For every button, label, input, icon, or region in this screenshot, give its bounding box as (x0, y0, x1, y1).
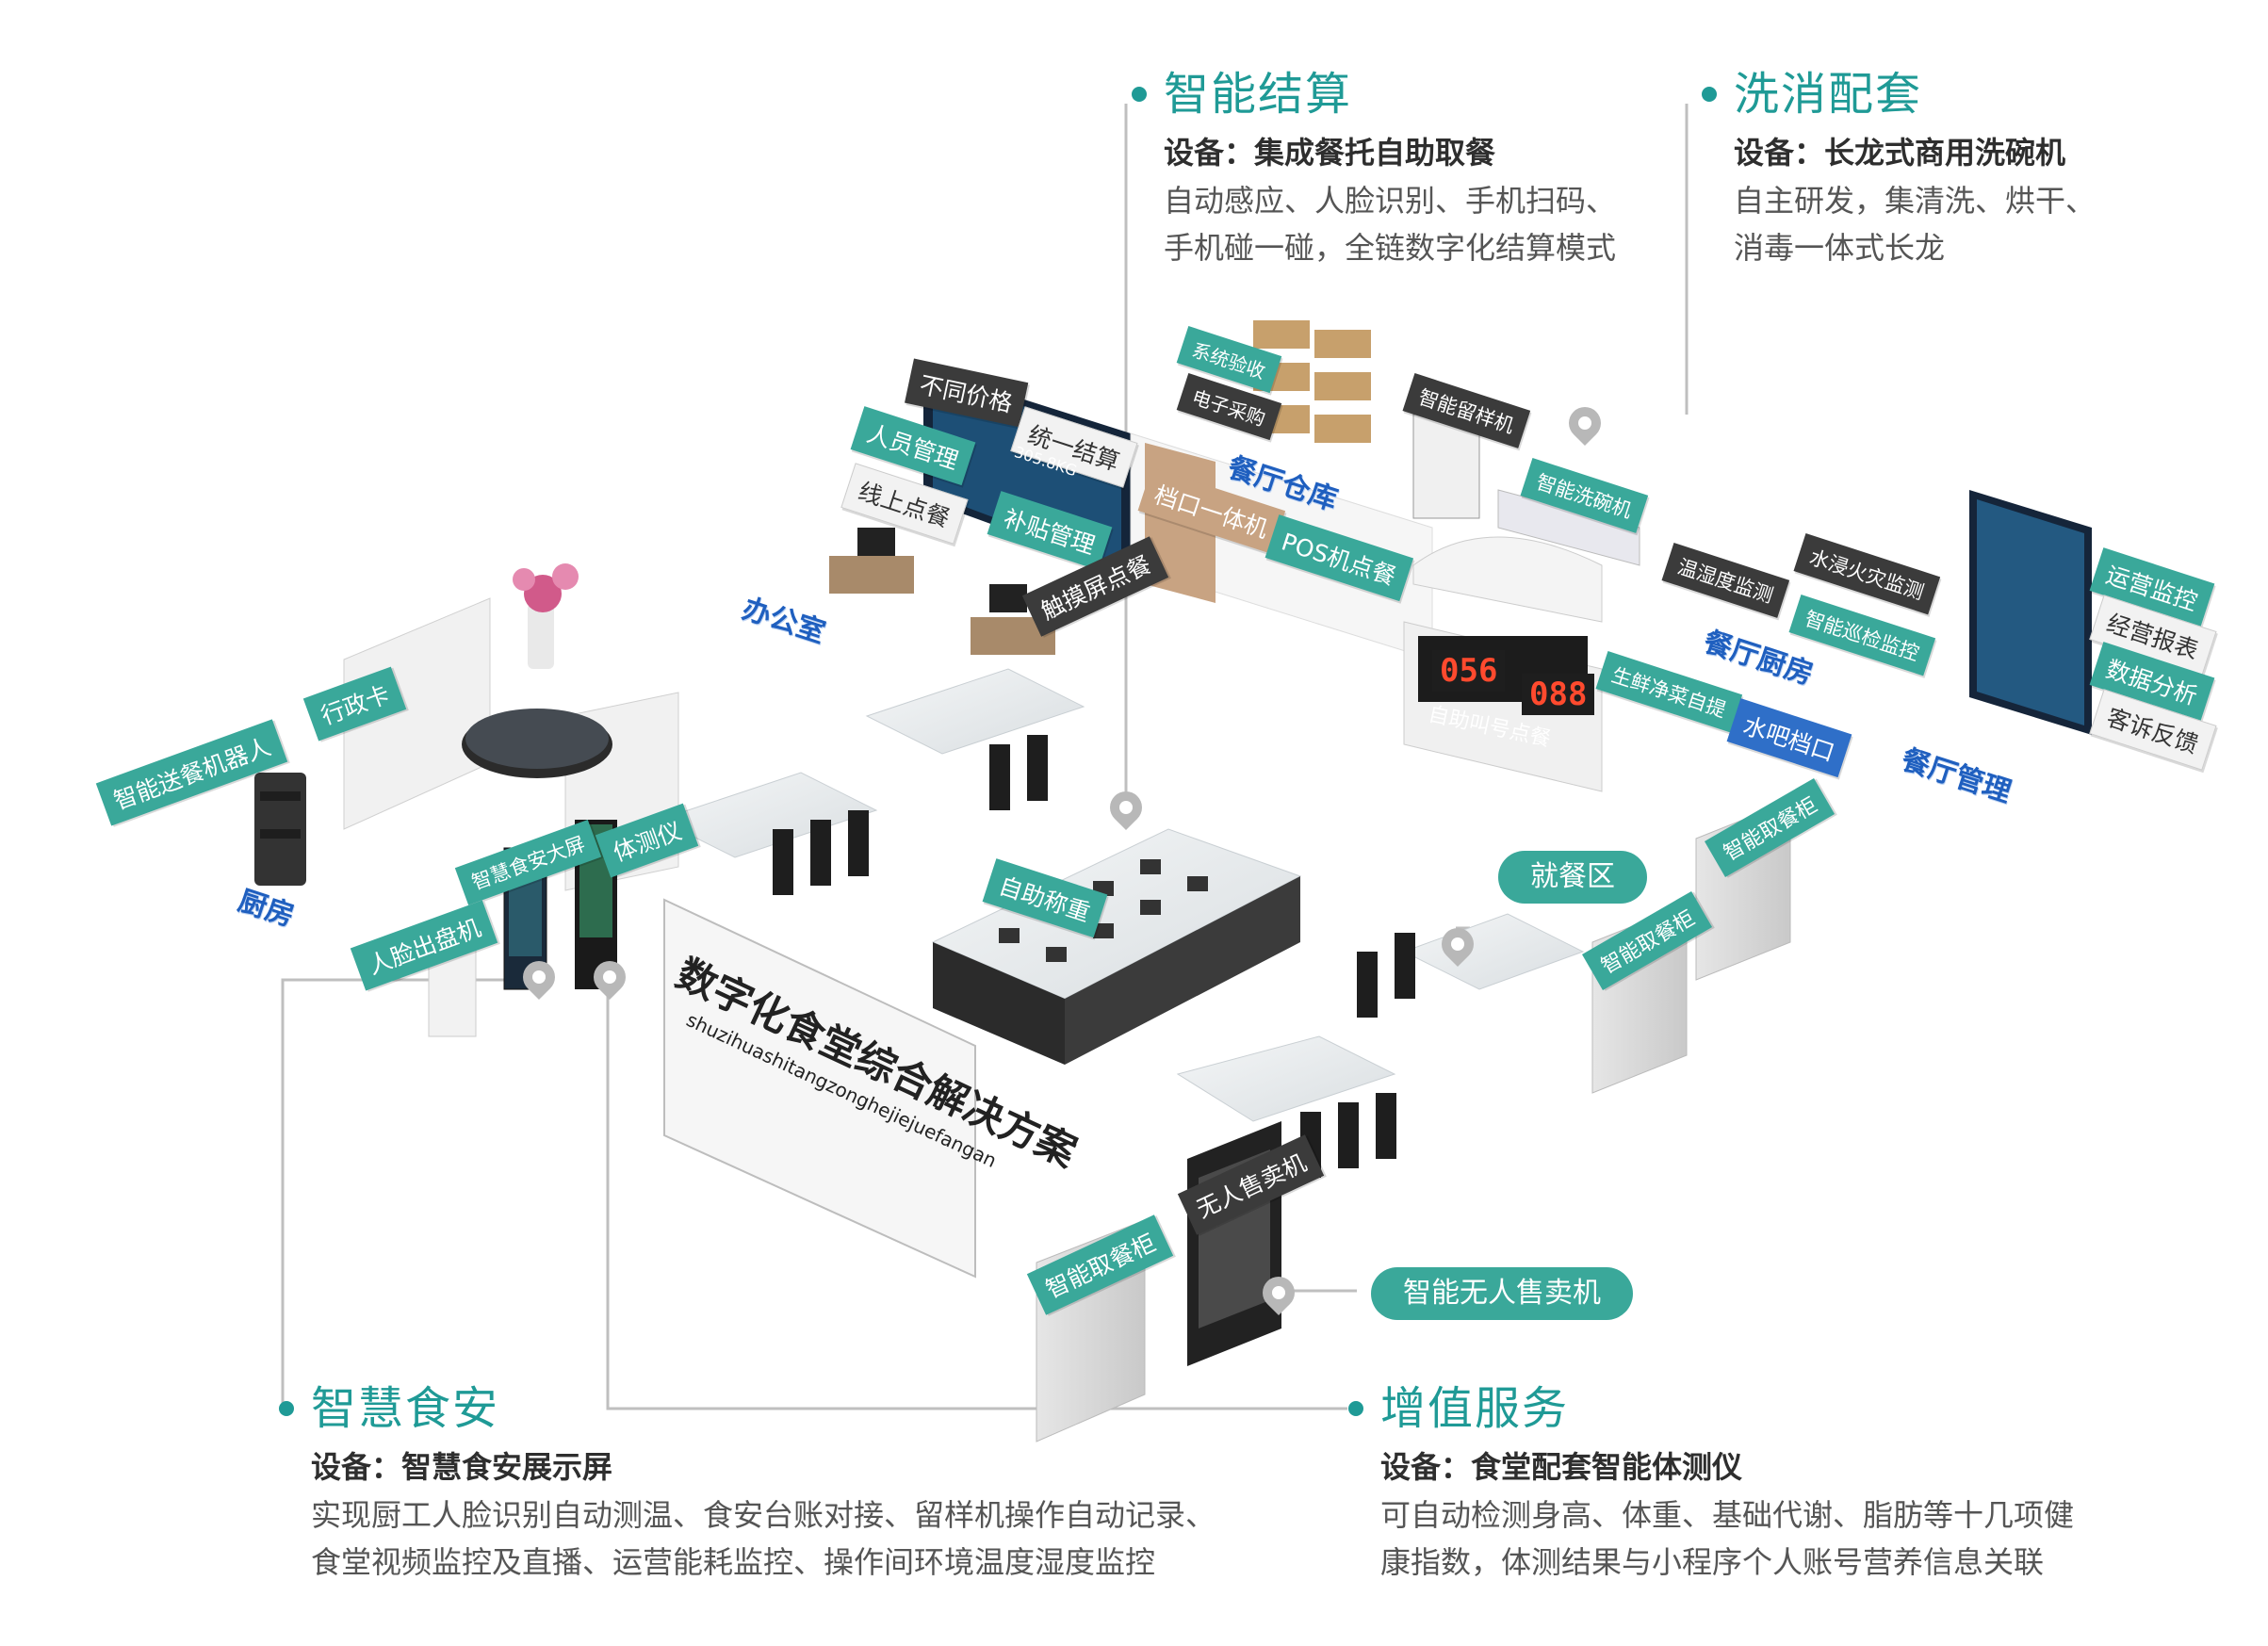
callout-desc-line: 自主研发，集清洗、烘干、 (1734, 183, 2097, 219)
pill-vending: 智能无人售卖机 (1371, 1267, 1633, 1320)
callout-title: 智能结算 (1131, 66, 1616, 122)
callout-dishwashing: 洗消配套 设备：长龙式商用洗碗机 自主研发，集清洗、烘干、 消毒一体式长龙 (1701, 66, 2097, 271)
callout-food-safety: 智慧食安 设备：智慧食安展示屏 实现厨工人脸识别自动测温、食安台账对接、留样机操… (278, 1380, 1216, 1586)
callout-desc-line: 自动感应、人脸识别、手机扫码、 (1164, 183, 1617, 219)
callout-equipment: 设备：食堂配套智能体测仪 (1380, 1449, 1743, 1485)
callout-equipment: 设备：长龙式商用洗碗机 (1734, 135, 2066, 171)
callout-equipment: 设备：集成餐托自助取餐 (1164, 135, 1496, 171)
callout-title: 洗消配套 (1701, 66, 2096, 122)
callout-desc-line: 实现厨工人脸识别自动测温、食安台账对接、留样机操作自动记录、 (311, 1497, 1216, 1533)
callout-desc-line: 食堂视频监控及直播、运营能耗监控、操作间环境温度湿度监控 (311, 1544, 1156, 1580)
callout-desc-line: 手机碰一碰，全链数字化结算模式 (1164, 230, 1617, 266)
callout-value-added: 增值服务 设备：食堂配套智能体测仪 可自动检测身高、体重、基础代谢、脂肪等十几项… (1347, 1380, 2075, 1586)
callout-desc-line: 可自动检测身高、体重、基础代谢、脂肪等十几项健 (1380, 1497, 2075, 1533)
callout-title: 增值服务 (1347, 1380, 2074, 1437)
callout-desc-line: 康指数，体测结果与小程序个人账号营养信息关联 (1380, 1544, 2045, 1580)
callout-desc-line: 消毒一体式长龙 (1734, 230, 1946, 266)
callout-smart-settlement: 智能结算 设备：集成餐托自助取餐 自动感应、人脸识别、手机扫码、 手机碰一碰，全… (1131, 66, 1617, 271)
callout-title: 智慧食安 (278, 1380, 1216, 1437)
led-number: 088 (1522, 674, 1595, 715)
pill-dining-area: 就餐区 (1498, 851, 1647, 904)
led-number: 056 (1432, 650, 1506, 692)
callout-equipment: 设备：智慧食安展示屏 (311, 1449, 613, 1485)
